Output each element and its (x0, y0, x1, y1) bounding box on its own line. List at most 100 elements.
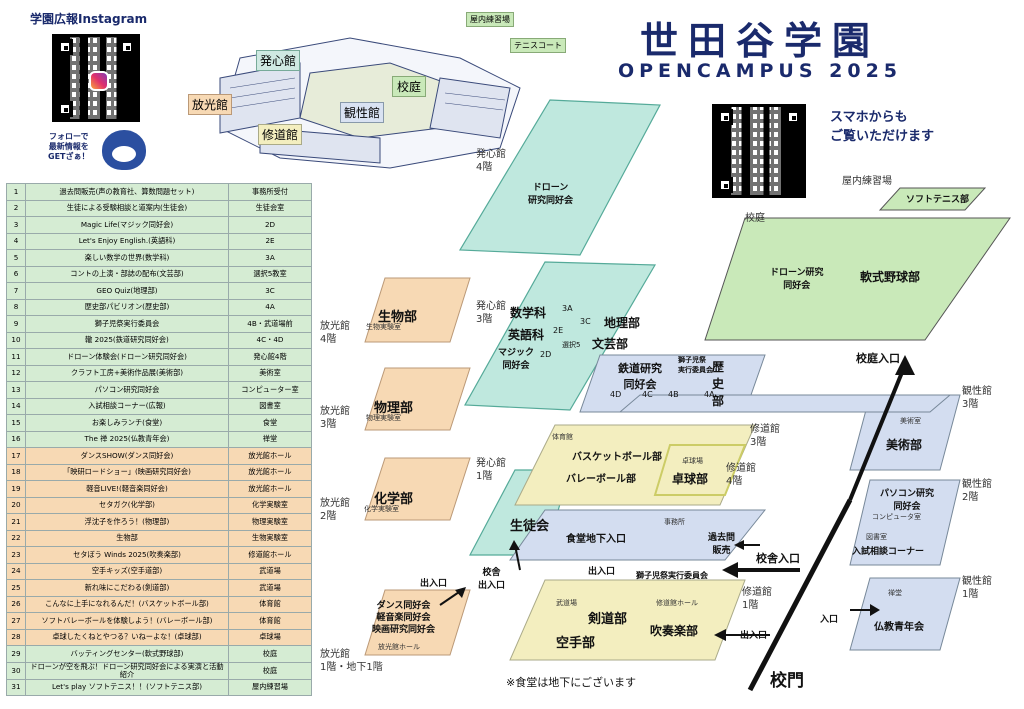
bukkyou-club: 仏教青年会 (874, 622, 924, 633)
rekishi-club: 歴史部 (712, 360, 725, 408)
event-number: 1 (6, 183, 26, 201)
event-number: 17 (6, 447, 26, 465)
note-text: ※食堂は地下にございます (506, 676, 636, 689)
smartphone-text: スマホからも ご覧いただけます (830, 110, 935, 144)
event-name: こんなに上手になれるんだ！(バスケットボール部) (25, 595, 229, 613)
butsuri-club: 物理部 (374, 401, 414, 416)
english-dept: 英語科 (508, 328, 545, 342)
event-number: 22 (6, 529, 26, 547)
event-place: 図書室 (228, 397, 312, 415)
bijutsu-room: 美術室 (900, 417, 921, 425)
room-4c: 4C (642, 390, 653, 399)
event-number: 4 (6, 232, 26, 250)
instagram-icon (89, 71, 109, 91)
houkou-1f (364, 589, 471, 656)
campus-label-kousei: 観性館 (340, 102, 385, 123)
shuudou-1f (509, 579, 746, 661)
event-name: クラフト工房+美術作品展(美術部) (25, 364, 229, 382)
suisou-club: 吹奏楽部 (650, 624, 699, 638)
hosshin-4f (458, 99, 661, 256)
event-place: 生徒会室 (228, 199, 312, 217)
basket-club: バスケットボール部 (572, 452, 662, 463)
houkou-2f (364, 457, 471, 521)
campus-label-houkou: 放光館 (188, 94, 233, 115)
drone-club-field: ドローン研究 同好会 (770, 268, 824, 291)
room-4a: 4A (704, 390, 715, 399)
label-houkou4: 放光館 4階 (320, 321, 350, 345)
mascot-face-icon (112, 146, 136, 162)
houkou-4f (364, 277, 471, 343)
label-koutei: 校庭 (745, 213, 765, 224)
label-shuudou3: 修道館 3階 (750, 424, 780, 448)
event-place: 放光館ホール (228, 480, 312, 498)
bungei-club: 文芸部 (592, 337, 629, 351)
kousei-2f (849, 479, 961, 566)
event-place: 屋内練習場 (228, 678, 312, 696)
event-place: 2E (228, 232, 312, 250)
houkou-hall-label: 放光館ホール (378, 643, 420, 651)
shokudou-area (509, 509, 767, 561)
yakyuu-club: 軟式野球部 (860, 270, 921, 284)
taiikukan-label: 体育館 (552, 433, 573, 441)
softtennis-club: ソフトテニス部 (906, 195, 970, 205)
event-name: バッティングセンター(軟式野球部) (25, 645, 229, 663)
event-number: 15 (6, 414, 26, 432)
magic-club: マジック 同好会 (498, 348, 535, 371)
campus-label-hosshin: 発心館 (256, 50, 301, 71)
event-number: 20 (6, 496, 26, 514)
label-shuudou1: 修道館 1階 (742, 587, 772, 611)
room-2d: 2D (540, 350, 552, 359)
dance-clubs: ダンス同好会 軽音楽同好会 映画研究同好会 (372, 601, 436, 635)
seitokai: 生徒会 (510, 519, 550, 534)
toshoshitsu-label: 図書室 (866, 533, 887, 541)
event-number: 16 (6, 430, 26, 448)
kousei-bridge (618, 394, 952, 413)
event-place: 卓球場 (228, 628, 312, 646)
label-kousei3: 観性館 3階 (962, 386, 992, 410)
event-place: 体育館 (228, 595, 312, 613)
kousei-1f (849, 577, 961, 651)
takkyuu-room (653, 444, 747, 496)
budoujou-label: 武道場 (556, 599, 577, 607)
site-qr-code[interactable] (712, 104, 806, 198)
event-place: 武道場 (228, 562, 312, 580)
kagaku-room: 化学実験室 (364, 505, 399, 513)
deiriguchi-3: 出入口 (740, 631, 768, 641)
event-place: 事務所受付 (228, 183, 312, 201)
event-number: 9 (6, 315, 26, 333)
page-title: 世田谷学園 (639, 19, 880, 63)
event-number: 11 (6, 348, 26, 366)
event-place: 化学実験室 (228, 496, 312, 514)
event-name: お楽しみランチ(食堂) (25, 414, 229, 432)
shishiji-committee-2: 獅子児祭実行委員会 (636, 571, 708, 580)
event-place: コンピューター室 (228, 381, 312, 399)
event-name: 「映研ロードショー」(映画研究同好会) (25, 463, 229, 481)
instagram-qr-code[interactable] (52, 34, 140, 122)
table-row: 18「映研ロードショー」(映画研究同好会)放光館ホール (6, 463, 312, 481)
room-3c: 3C (580, 317, 591, 326)
label-okunai: 屋内練習場 (842, 176, 892, 187)
room-2e: 2E (553, 326, 564, 335)
hosshin-3f (464, 261, 657, 411)
event-place: 体育館 (228, 612, 312, 630)
seibutsu-room: 生物実験室 (366, 323, 401, 331)
zendou-label: 禅堂 (888, 589, 902, 597)
karate-club: 空手部 (556, 636, 596, 651)
pc-room: コンピュータ室 (872, 513, 921, 521)
event-name: ドローンが空を飛ぶ！ドローン研究同好会による実演と活動紹介 (25, 661, 229, 680)
shuudou-hall-label: 修道館ホール (656, 599, 698, 607)
